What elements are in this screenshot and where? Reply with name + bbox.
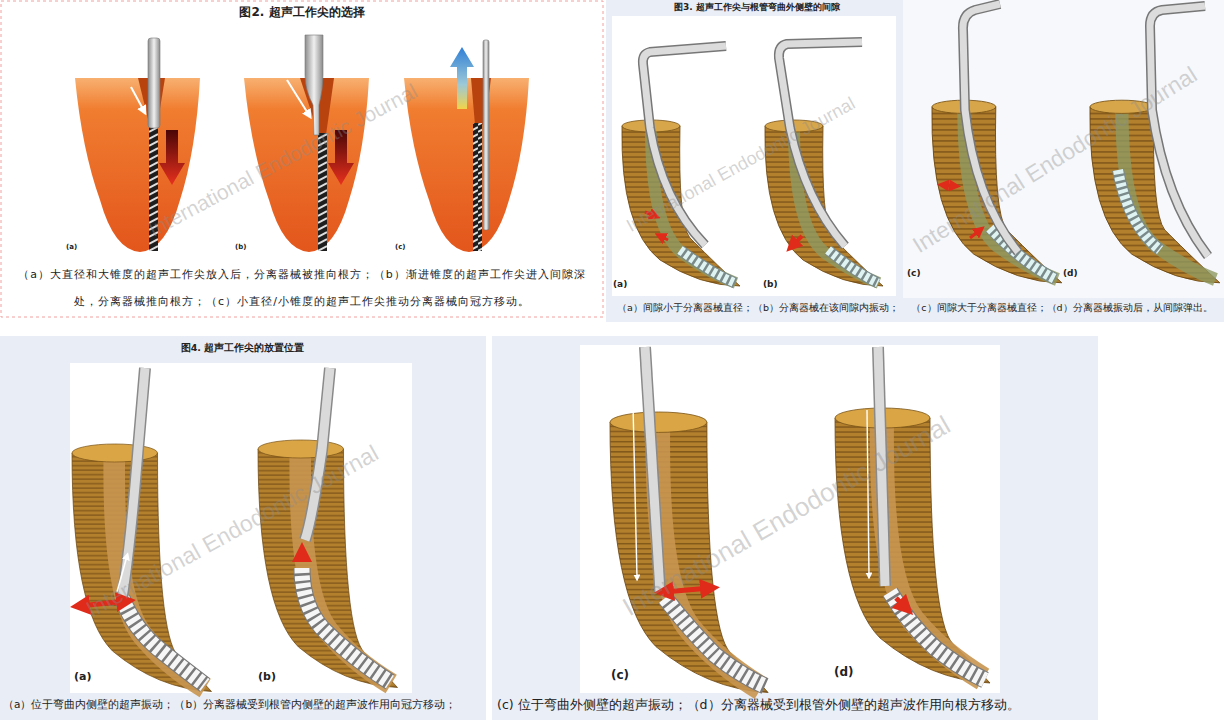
separated-file xyxy=(302,568,390,682)
image-ground xyxy=(612,16,896,296)
direction-arrow xyxy=(450,47,474,109)
panel-ground xyxy=(0,336,486,720)
panel-letter: (c) xyxy=(395,243,406,251)
panel-frame xyxy=(1,1,603,317)
panel-letter: (d) xyxy=(834,665,854,679)
figure-title: 图3. 超声工作尖与根管弯曲外侧壁的间隙 xyxy=(612,2,902,13)
panel-letter: (c) xyxy=(611,668,629,682)
ultrasonic-tip xyxy=(1150,6,1208,256)
ultrasonic-tip xyxy=(1150,6,1208,256)
figure-title: 图4. 超声工作尖的放置位置 xyxy=(0,342,485,353)
root-figure xyxy=(72,368,212,692)
panel-letter: (a) xyxy=(613,279,627,290)
watermark: International Endodontic Journal xyxy=(81,440,383,624)
image-ground xyxy=(70,363,412,693)
vibration-arrow xyxy=(792,236,802,246)
panel-ground xyxy=(606,0,1224,322)
image-ground xyxy=(903,0,1224,298)
separated-file xyxy=(122,598,205,685)
figure-caption: （a）位于弯曲内侧壁的超声振动；（b）分离器械受到根管内侧壁的超声波作用向冠方移… xyxy=(3,698,483,711)
image-ground xyxy=(580,345,1000,693)
figure-caption: (c) 位于弯曲外侧壁的超声振动；（d）分离器械受到根管外侧壁的超声波作用向根方… xyxy=(497,697,1095,712)
panel-letter: (b) xyxy=(235,243,246,251)
tooth-figure xyxy=(404,40,529,252)
root-figure xyxy=(835,347,990,683)
figure-title: 图2. 超声工作尖的选择 xyxy=(0,5,604,19)
separated-file xyxy=(828,250,878,283)
ultrasonic-tip xyxy=(645,347,660,592)
direction-arrow xyxy=(159,130,185,185)
panel-letter: (d) xyxy=(1063,268,1078,279)
ultrasonic-tip xyxy=(148,38,160,128)
watermark: International Endodontic Journal xyxy=(617,410,955,623)
panel-letter: (b) xyxy=(763,279,778,290)
figure-caption: （a）大直径和大锥度的超声工作尖放入后，分离器械被推向根方；（b）渐进锥度的超声… xyxy=(12,261,592,315)
separated-file xyxy=(122,598,205,685)
ultrasonic-tip xyxy=(483,40,489,230)
panel-letter: (b) xyxy=(258,670,276,683)
separated-file xyxy=(890,592,985,680)
ultrasonic-tip xyxy=(305,35,323,135)
separated-file xyxy=(990,228,1055,279)
watermark: International Endodontic Journal xyxy=(623,93,859,237)
root-figure xyxy=(1090,6,1220,283)
movement-arrow xyxy=(896,598,906,608)
separated-file xyxy=(1118,170,1160,250)
pointer-arrow xyxy=(287,80,309,115)
watermark: International Endodontic Journal xyxy=(144,79,421,242)
figure-caption: （c）间隙大于分离器械直径；（d）分离器械振动后，从间隙弹出。 xyxy=(902,302,1222,313)
root-figure xyxy=(765,42,883,286)
ultrasonic-tip xyxy=(645,347,660,592)
separated-file xyxy=(473,123,482,251)
separated-file xyxy=(680,250,735,283)
gap-arrow xyxy=(943,185,955,186)
separated-file xyxy=(302,568,390,682)
ultrasonic-tip xyxy=(305,368,330,540)
separated-file xyxy=(890,592,985,680)
panel-letter: (a) xyxy=(66,243,77,251)
separated-file xyxy=(665,598,765,686)
ultrasonic-tip xyxy=(305,368,330,540)
pointer-arrow xyxy=(131,87,144,111)
pointer-arrow xyxy=(633,405,637,578)
movement-arrow xyxy=(300,552,305,562)
separated-file xyxy=(828,250,878,283)
root-figure xyxy=(258,368,398,688)
panel-ground xyxy=(492,336,1098,720)
separated-file xyxy=(990,228,1055,279)
separated-file xyxy=(1118,170,1160,250)
figure-caption: （a）间隙小于分离器械直径；（b）分离器械在该间隙内振动； xyxy=(612,302,904,313)
gap-arrow xyxy=(970,230,980,238)
separated-file xyxy=(680,250,735,283)
gap-arrow xyxy=(660,236,668,240)
pointer-arrow xyxy=(867,410,869,576)
root-figure xyxy=(932,4,1062,283)
panel-letter: (c) xyxy=(907,268,921,279)
panel-letter: (a) xyxy=(74,670,91,683)
root-figure xyxy=(610,347,768,693)
separated-file xyxy=(665,598,765,686)
watermark: International Endodontic Journal xyxy=(908,61,1202,259)
